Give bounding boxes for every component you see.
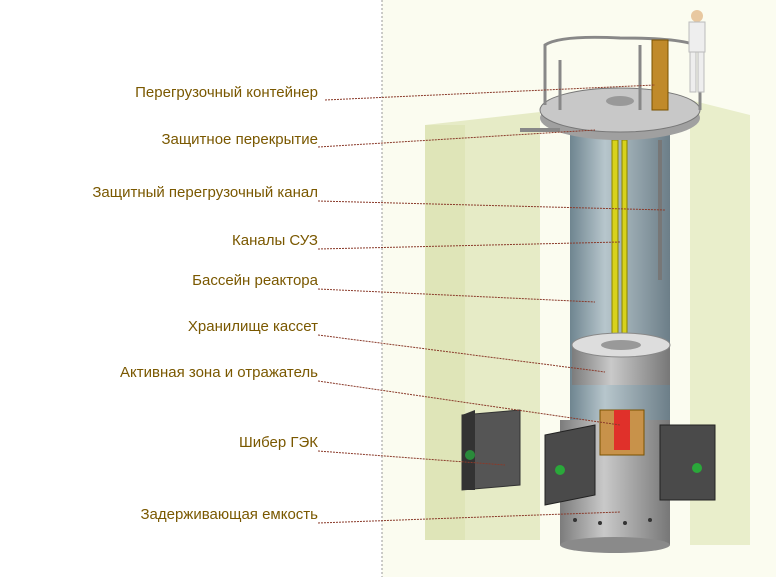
label-core-reflector: Активная зона и отражатель — [120, 364, 318, 381]
label-shield-cover: Защитное перекрытие — [161, 131, 318, 148]
label-transfer-channel: Защитный перегрузочный канал — [92, 184, 318, 201]
label-beam-shutter: Шибер ГЭК — [238, 434, 318, 451]
label-retention-tank: Задерживающая емкость — [140, 506, 318, 523]
label-reactor-pool: Бассейн реактора — [192, 272, 318, 289]
label-transfer-container: Перегрузочный контейнер — [135, 84, 318, 101]
label-cassette-storage: Хранилище кассет — [187, 318, 318, 335]
cassette-storage — [571, 332, 671, 385]
label-control-channels: Каналы СУЗ — [231, 232, 318, 249]
beam-shutters — [461, 409, 716, 506]
transfer-container — [651, 39, 669, 111]
leader-lines — [317, 84, 666, 524]
core-and-reflector — [599, 409, 645, 456]
person-figure — [688, 10, 706, 93]
